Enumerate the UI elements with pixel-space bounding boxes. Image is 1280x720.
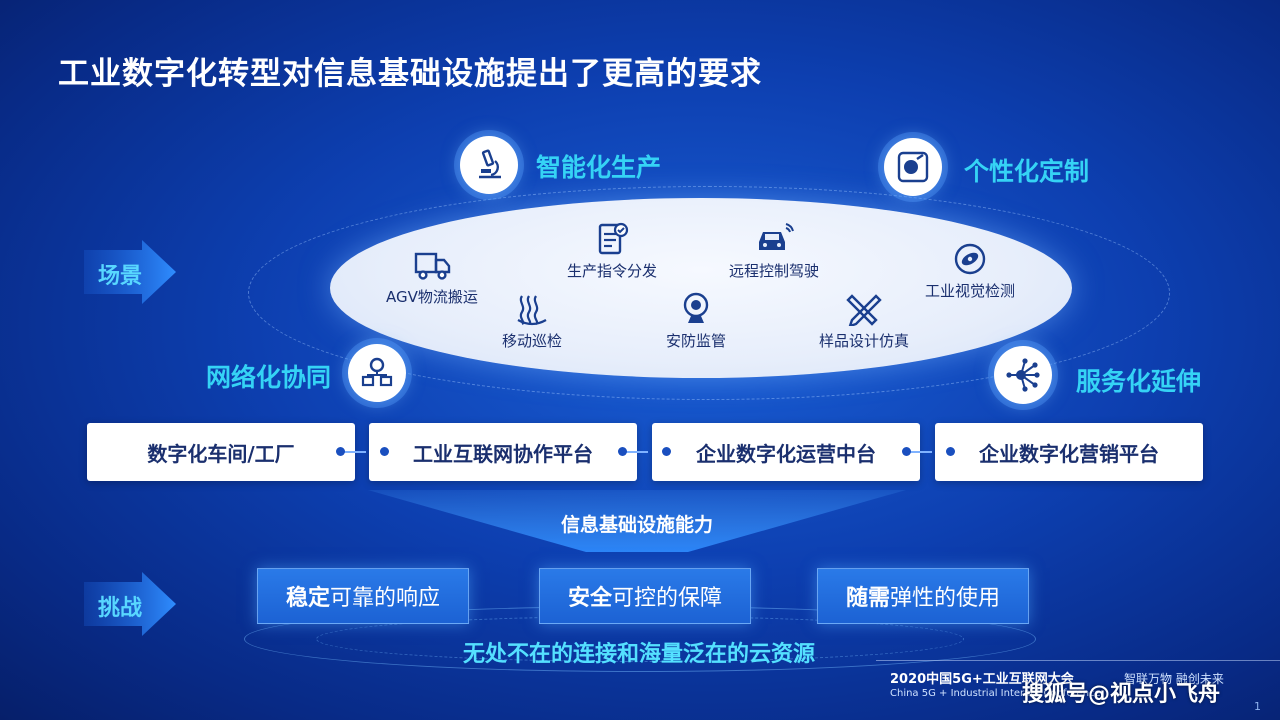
- scene-label-design-sim: 样品设计仿真: [818, 332, 909, 350]
- platform-operations-hub: 企业数字化运营中台: [652, 423, 920, 481]
- challenge-arrow-icon: [84, 572, 176, 636]
- personalized-label: 个性化定制: [964, 157, 1090, 186]
- connector-dot: [336, 447, 345, 456]
- platform-digital-workshop: 数字化车间/工厂: [87, 423, 355, 481]
- scene-label-inspection: 移动巡检: [501, 332, 562, 350]
- scene-remote-driving: 远程控制驾驶: [718, 222, 830, 281]
- page-number: 1: [1254, 700, 1261, 713]
- document-check-icon: [598, 222, 629, 255]
- challenge-stable-bold: 稳定: [285, 586, 330, 611]
- scene-ellipse: [330, 198, 1072, 378]
- car-icon: [759, 223, 794, 250]
- scene-security: 安防监管: [640, 292, 752, 351]
- custom-design-icon: [897, 151, 929, 183]
- service-extension-label: 服务化延伸: [1076, 367, 1202, 396]
- connector-dot: [380, 447, 389, 456]
- conference-slogan: 智联万物 融创未来: [1124, 672, 1224, 686]
- connector-line: [906, 451, 932, 453]
- smart-production-label: 智能化生产: [536, 153, 662, 182]
- network-collab-badge: [348, 344, 406, 402]
- scene-label-security: 安防监管: [665, 332, 726, 350]
- eye-camera-icon: [954, 243, 986, 275]
- scene-instruction: 生产指令分发: [556, 222, 668, 281]
- smart-production-badge: [460, 136, 518, 194]
- conference-brand: 2020中国5G+工业互联网大会: [890, 672, 1074, 687]
- challenge-secure-bold: 安全: [567, 586, 612, 611]
- truck-icon: [414, 252, 451, 280]
- challenge-elastic-rest: 弹性的使用: [890, 586, 1001, 611]
- scene-vision: 工业视觉检测: [914, 242, 1026, 301]
- ruler-pencil-icon: [846, 294, 882, 326]
- footer-divider: [876, 660, 1280, 661]
- capability-funnel: [368, 490, 906, 552]
- connector-line: [340, 451, 366, 453]
- connector-dot: [618, 447, 627, 456]
- challenge-secure: 安全可控的保障: [539, 568, 751, 624]
- platform-marketing: 企业数字化营销平台: [935, 423, 1203, 481]
- connector-line: [622, 451, 648, 453]
- scene-design-sim: 样品设计仿真: [808, 292, 920, 351]
- scene-outer-ring: [248, 186, 1170, 400]
- scene-label-vision: 工业视觉检测: [924, 282, 1015, 300]
- network-collab-label: 网络化协同: [206, 363, 332, 392]
- service-extension-badge: [994, 346, 1052, 404]
- scene-inspection: 移动巡检: [476, 292, 588, 351]
- scene-arrow-icon: [84, 240, 176, 304]
- microscope-icon: [479, 149, 501, 179]
- challenge-secure-rest: 可控的保障: [612, 586, 723, 611]
- foundation-label: 无处不在的连接和海量泛在的云资源: [462, 642, 815, 667]
- scene-label-remote-driving: 远程控制驾驶: [728, 262, 819, 280]
- webcam-icon: [683, 292, 709, 323]
- conference-subtitle: China 5G + Industrial Internet Conferenc…: [890, 688, 1101, 699]
- capability-label: 信息基础设施能力: [560, 514, 713, 536]
- platform-iiot-collab: 工业互联网协作平台: [369, 423, 637, 481]
- team-network-icon: [361, 357, 393, 387]
- scene-label: 场景: [98, 264, 143, 289]
- connector-dot: [946, 447, 955, 456]
- challenge-label: 挑战: [98, 596, 143, 621]
- personalized-badge: [884, 138, 942, 196]
- scene-label-agv: AGV物流搬运: [386, 288, 478, 306]
- challenge-elastic: 随需弹性的使用: [817, 568, 1029, 624]
- challenge-elastic-bold: 随需: [845, 586, 890, 611]
- challenge-stable: 稳定可靠的响应: [257, 568, 469, 624]
- page-title: 工业数字化转型对信息基础设施提出了更高的要求: [58, 56, 762, 92]
- waves-icon: [517, 295, 547, 326]
- challenge-stable-rest: 可靠的响应: [330, 586, 441, 611]
- watermark: 搜狐号@视点小飞舟: [1022, 682, 1221, 707]
- scene-agv: AGV物流搬运: [376, 248, 488, 307]
- connector-dot: [902, 447, 911, 456]
- hub-nodes-icon: [1006, 358, 1040, 392]
- scene-label-instruction: 生产指令分发: [566, 262, 657, 280]
- connector-dot: [662, 447, 671, 456]
